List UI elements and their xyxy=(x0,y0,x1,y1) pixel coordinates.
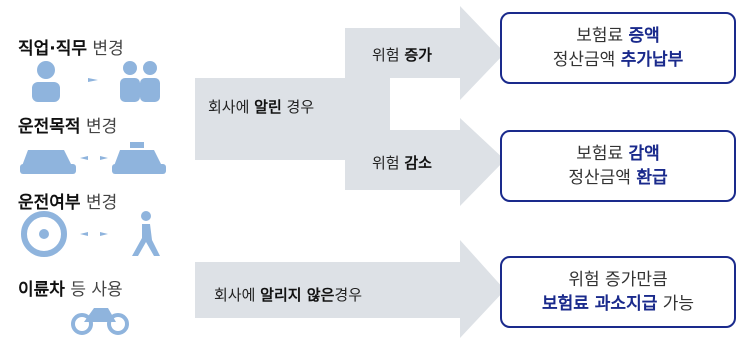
decrease-settlement-line: 정산금액 환급 xyxy=(568,168,668,188)
risk-increase-amount-line: 위험 증가만큼 xyxy=(568,270,668,290)
notified-arrow-body xyxy=(195,78,390,160)
increase-premium-line: 보험료 증액 xyxy=(576,26,660,46)
car-to-taxi-icon xyxy=(20,142,166,174)
not-notified-result-box: 위험 증가만큼 보험료 과소지급 가능 xyxy=(500,256,736,328)
decrease-arrow xyxy=(345,118,505,206)
risk-increase-label: 위험 증가 xyxy=(372,46,432,64)
category-driving-status: 운전여부 변경 xyxy=(18,193,118,213)
category-motorcycle: 이륜차 등 사용 xyxy=(18,280,123,300)
decrease-premium-line: 보험료 감액 xyxy=(576,144,660,164)
category-driving-purpose: 운전목적 변경 xyxy=(18,117,118,137)
not-notified-arrow xyxy=(195,240,505,338)
motorcycle-icon xyxy=(71,308,129,335)
person-change-icon xyxy=(32,61,160,102)
category-job-change: 직업·직무 변경 xyxy=(18,39,124,59)
risk-decrease-label: 위험 감소 xyxy=(372,154,432,172)
increase-settlement-line: 정산금액 추가납부 xyxy=(552,50,684,70)
increase-arrow xyxy=(345,6,505,160)
wheel-to-walker-icon xyxy=(21,211,160,257)
not-notified-label: 회사에 알리지 않은경우 xyxy=(214,286,363,304)
decrease-result-box: 보험료 감액 정산금액 환급 xyxy=(500,130,736,202)
increase-result-box: 보험료 증액 정산금액 추가납부 xyxy=(500,12,736,84)
notified-label: 회사에 알린 경우 xyxy=(208,98,315,116)
underpayment-line: 보험료 과소지급 가능 xyxy=(541,294,695,314)
